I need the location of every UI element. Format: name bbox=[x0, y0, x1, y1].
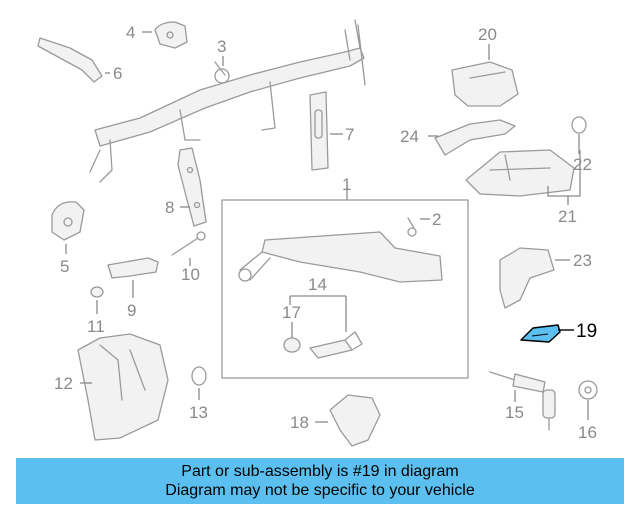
callout-16: 16 bbox=[578, 423, 597, 442]
callout-20: 20 bbox=[478, 25, 497, 44]
part-19-highlighted[interactable] bbox=[520, 324, 561, 343]
callout-labels: 1 2 3 4 5 6 7 8 9 10 11 12 13 14 15 16 1… bbox=[54, 23, 597, 442]
part-14-shaft bbox=[309, 331, 363, 359]
part-21-housing bbox=[465, 149, 575, 197]
info-banner: Part or sub-assembly is #19 in diagram D… bbox=[16, 458, 624, 504]
callout-4: 4 bbox=[126, 23, 135, 42]
callout-21: 21 bbox=[558, 207, 577, 226]
part-6-brace bbox=[37, 37, 103, 83]
part-18-bracket bbox=[329, 394, 381, 447]
part-17-bushing bbox=[283, 337, 301, 353]
banner-line-1: Part or sub-assembly is #19 in diagram bbox=[181, 463, 459, 480]
part-15-lock-cylinder bbox=[489, 371, 556, 431]
callout-1: 1 bbox=[342, 175, 351, 194]
part-16-washer bbox=[578, 380, 598, 400]
callout-14: 14 bbox=[308, 275, 327, 294]
callout-9: 9 bbox=[127, 301, 136, 320]
callout-22: 22 bbox=[573, 155, 592, 174]
callout-7: 7 bbox=[345, 125, 354, 144]
callout-12: 12 bbox=[54, 374, 73, 393]
part-20-cover bbox=[451, 61, 519, 107]
callout-8: 8 bbox=[165, 198, 174, 217]
part-4-bracket bbox=[154, 21, 188, 49]
callout-19: 19 bbox=[576, 321, 597, 342]
callout-11: 11 bbox=[87, 317, 105, 336]
callout-10: 10 bbox=[181, 265, 200, 284]
callout-18: 18 bbox=[290, 413, 309, 432]
callout-17: 17 bbox=[282, 303, 301, 322]
callout-13: 13 bbox=[189, 403, 208, 422]
callout-23: 23 bbox=[573, 251, 592, 270]
callout-2: 2 bbox=[432, 210, 441, 229]
part-8-bracket bbox=[177, 147, 207, 227]
part-9-lever bbox=[107, 257, 159, 279]
part-3-support-beam bbox=[89, 19, 366, 183]
callout-24: 24 bbox=[400, 127, 419, 146]
part-5-cover bbox=[51, 201, 85, 241]
part-10-bolt bbox=[171, 231, 206, 256]
part-1-column-assembly bbox=[221, 199, 469, 379]
part-24-switch bbox=[434, 119, 516, 156]
callout-3: 3 bbox=[217, 37, 226, 56]
callout-5: 5 bbox=[60, 257, 69, 276]
part-13-ring bbox=[191, 366, 207, 386]
part-22-ring bbox=[571, 116, 587, 134]
part-11-cap bbox=[90, 286, 104, 298]
callout-15: 15 bbox=[505, 403, 524, 422]
parts-diagram: 1 2 3 4 5 6 7 8 9 10 11 12 13 14 15 16 1… bbox=[37, 19, 598, 447]
callout-6: 6 bbox=[113, 64, 122, 83]
part-7-plate bbox=[309, 91, 329, 171]
part-12-shroud bbox=[77, 333, 169, 441]
banner-line-2: Diagram may not be specific to your vehi… bbox=[165, 482, 475, 499]
part-23-switch bbox=[499, 247, 555, 309]
leader-lines bbox=[65, 31, 589, 423]
